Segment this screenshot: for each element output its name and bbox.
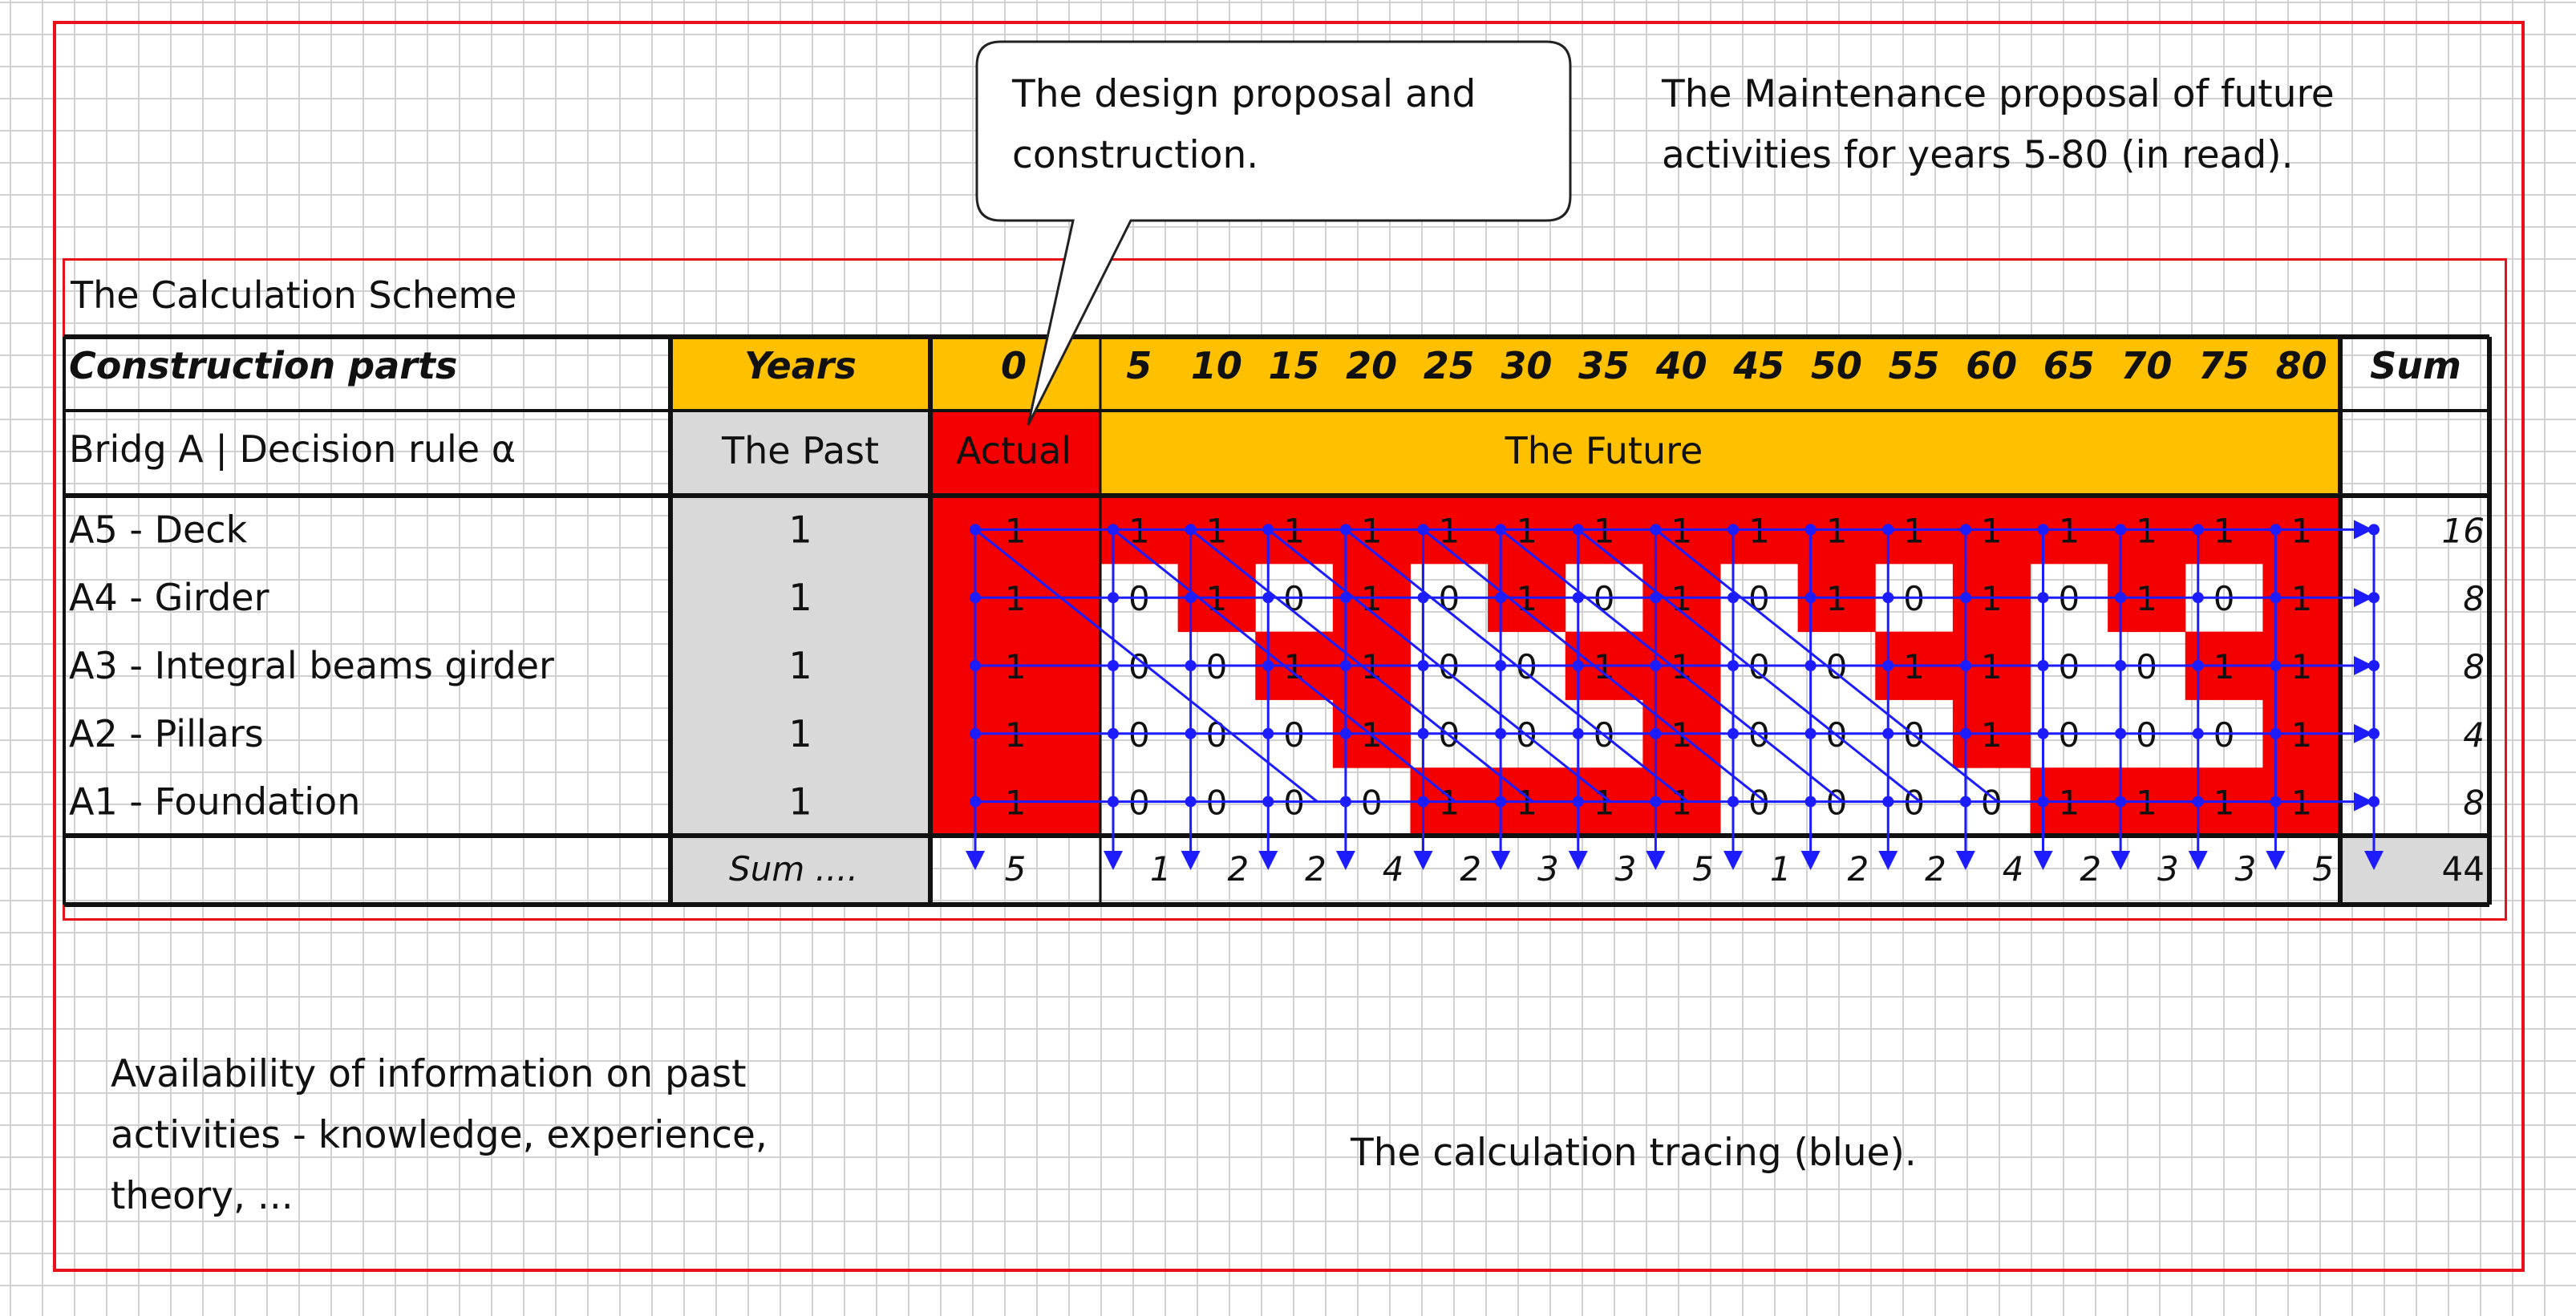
- construction-part-label: A5 - Deck: [69, 508, 248, 551]
- row-sum: 8: [2463, 579, 2485, 618]
- column-sum: 2: [2080, 849, 2101, 889]
- year-header: 10: [1191, 344, 1242, 387]
- year-header: 15: [1269, 344, 1320, 387]
- scheme-title: The Calculation Scheme: [70, 273, 516, 317]
- year-header: 75: [2198, 344, 2250, 387]
- column-sum: 2: [1848, 849, 1869, 889]
- row-sums: 16 8 8 4 8: [2442, 511, 2485, 822]
- trace-line: [1577, 528, 1922, 803]
- trace-line: [974, 528, 1318, 803]
- year-header: 55: [1889, 344, 1940, 387]
- year-header: 30: [1501, 344, 1552, 387]
- past-value: 1: [788, 508, 812, 551]
- callout-maintenance-text: The Maintenance proposal of future activ…: [1662, 72, 2335, 177]
- trace-line: [1112, 528, 1456, 803]
- past-column-fill: [670, 411, 930, 905]
- sum-row-label: Sum ....: [729, 849, 858, 889]
- calculation-trace: [966, 520, 2384, 870]
- construction-part-label: A4 - Girder: [69, 576, 269, 619]
- trace-line: [1344, 528, 1689, 803]
- row-sum: 16: [2442, 511, 2485, 550]
- year-header: 35: [1578, 344, 1630, 387]
- column-sum: 3: [1615, 849, 1637, 889]
- years-header-fill: [670, 337, 2340, 411]
- year-header: 80: [2276, 344, 2327, 387]
- construction-part-labels: A5 - Deck A4 - Girder A3 - Integral beams …: [69, 508, 554, 823]
- past-values: 1 1 1 1 1: [788, 508, 812, 823]
- column-sum: 1: [1770, 849, 1792, 889]
- actual-label: Actual: [956, 429, 1071, 472]
- year-header: 20: [1346, 344, 1397, 387]
- trace-line: [1422, 528, 1766, 803]
- trace-line: [1189, 528, 1534, 803]
- column-sum: 4: [1383, 849, 1404, 889]
- table-grid-lines: [63, 334, 2492, 907]
- year-header: 60: [1966, 344, 2017, 387]
- years-header: Years: [744, 344, 857, 387]
- callout-tracing-text: The calculation tracing (blue).: [1351, 1131, 1917, 1175]
- column-sum: 2: [1228, 849, 1250, 889]
- grand-total: 44: [2442, 849, 2485, 889]
- year-header: 40: [1655, 344, 1707, 387]
- the-future-label: The Future: [1505, 429, 1703, 472]
- year-header: 5: [1126, 344, 1152, 387]
- column-sum: 5: [2312, 849, 2334, 889]
- year-header: 25: [1424, 344, 1475, 387]
- column-sum: 3: [1537, 849, 1559, 889]
- year-header: 65: [2043, 344, 2095, 387]
- trace-line: [1655, 528, 1999, 803]
- trace-line: [1500, 528, 1844, 803]
- year-headers: 5 10 15 20 25 30 35 40 45 50 55 60 65 70 75 80: [1126, 344, 2327, 387]
- column-sum: 5: [1005, 849, 1027, 889]
- column-sums: 5 1 2 2 4 2 3 3 5 1 2 2 4 2 3 3 5: [1005, 849, 2334, 889]
- year-header: 50: [1811, 344, 1862, 387]
- row-sum: 4: [2463, 715, 2485, 755]
- past-value: 1: [788, 780, 812, 824]
- year-header: 70: [2120, 344, 2172, 387]
- actual-header-fill: [930, 411, 1100, 496]
- year-header: 45: [1732, 344, 1784, 387]
- past-value: 1: [788, 712, 812, 755]
- bridge-decision-label: Bridg A | Decision rule α: [69, 427, 516, 472]
- column-sum: 1: [1150, 849, 1172, 889]
- construction-part-label: A3 - Integral beams girder: [69, 644, 554, 687]
- row-sum: 8: [2463, 647, 2485, 686]
- trace-line: [1267, 528, 1611, 803]
- total-cell-fill: [2340, 836, 2489, 905]
- row-sum: 8: [2463, 784, 2485, 823]
- column-sum: 2: [1925, 849, 1946, 889]
- construction-part-label: A1 - Foundation: [69, 780, 360, 824]
- the-past-label: The Past: [721, 429, 879, 472]
- sum-header: Sum: [2370, 344, 2461, 387]
- construction-part-label: A2 - Pillars: [69, 712, 264, 755]
- callout-past-text: Availability of information on past acti…: [111, 1052, 768, 1218]
- column-sum: 5: [1692, 849, 1714, 889]
- past-value: 1: [788, 644, 812, 687]
- column-sum: 4: [2003, 849, 2024, 889]
- past-value: 1: [788, 576, 812, 619]
- column-sum: 3: [2157, 849, 2179, 889]
- column-sum: 2: [1305, 849, 1326, 889]
- callout-design-text: The design proposal and construction.: [1012, 72, 1476, 177]
- future-header-fill: [1100, 411, 2340, 496]
- callout-design-bubble: [975, 40, 1572, 426]
- construction-parts-header: Construction parts: [69, 344, 457, 387]
- column-sum: 2: [1460, 849, 1481, 889]
- year-header-0: 0: [1001, 344, 1027, 387]
- column-sum: 3: [2235, 849, 2257, 889]
